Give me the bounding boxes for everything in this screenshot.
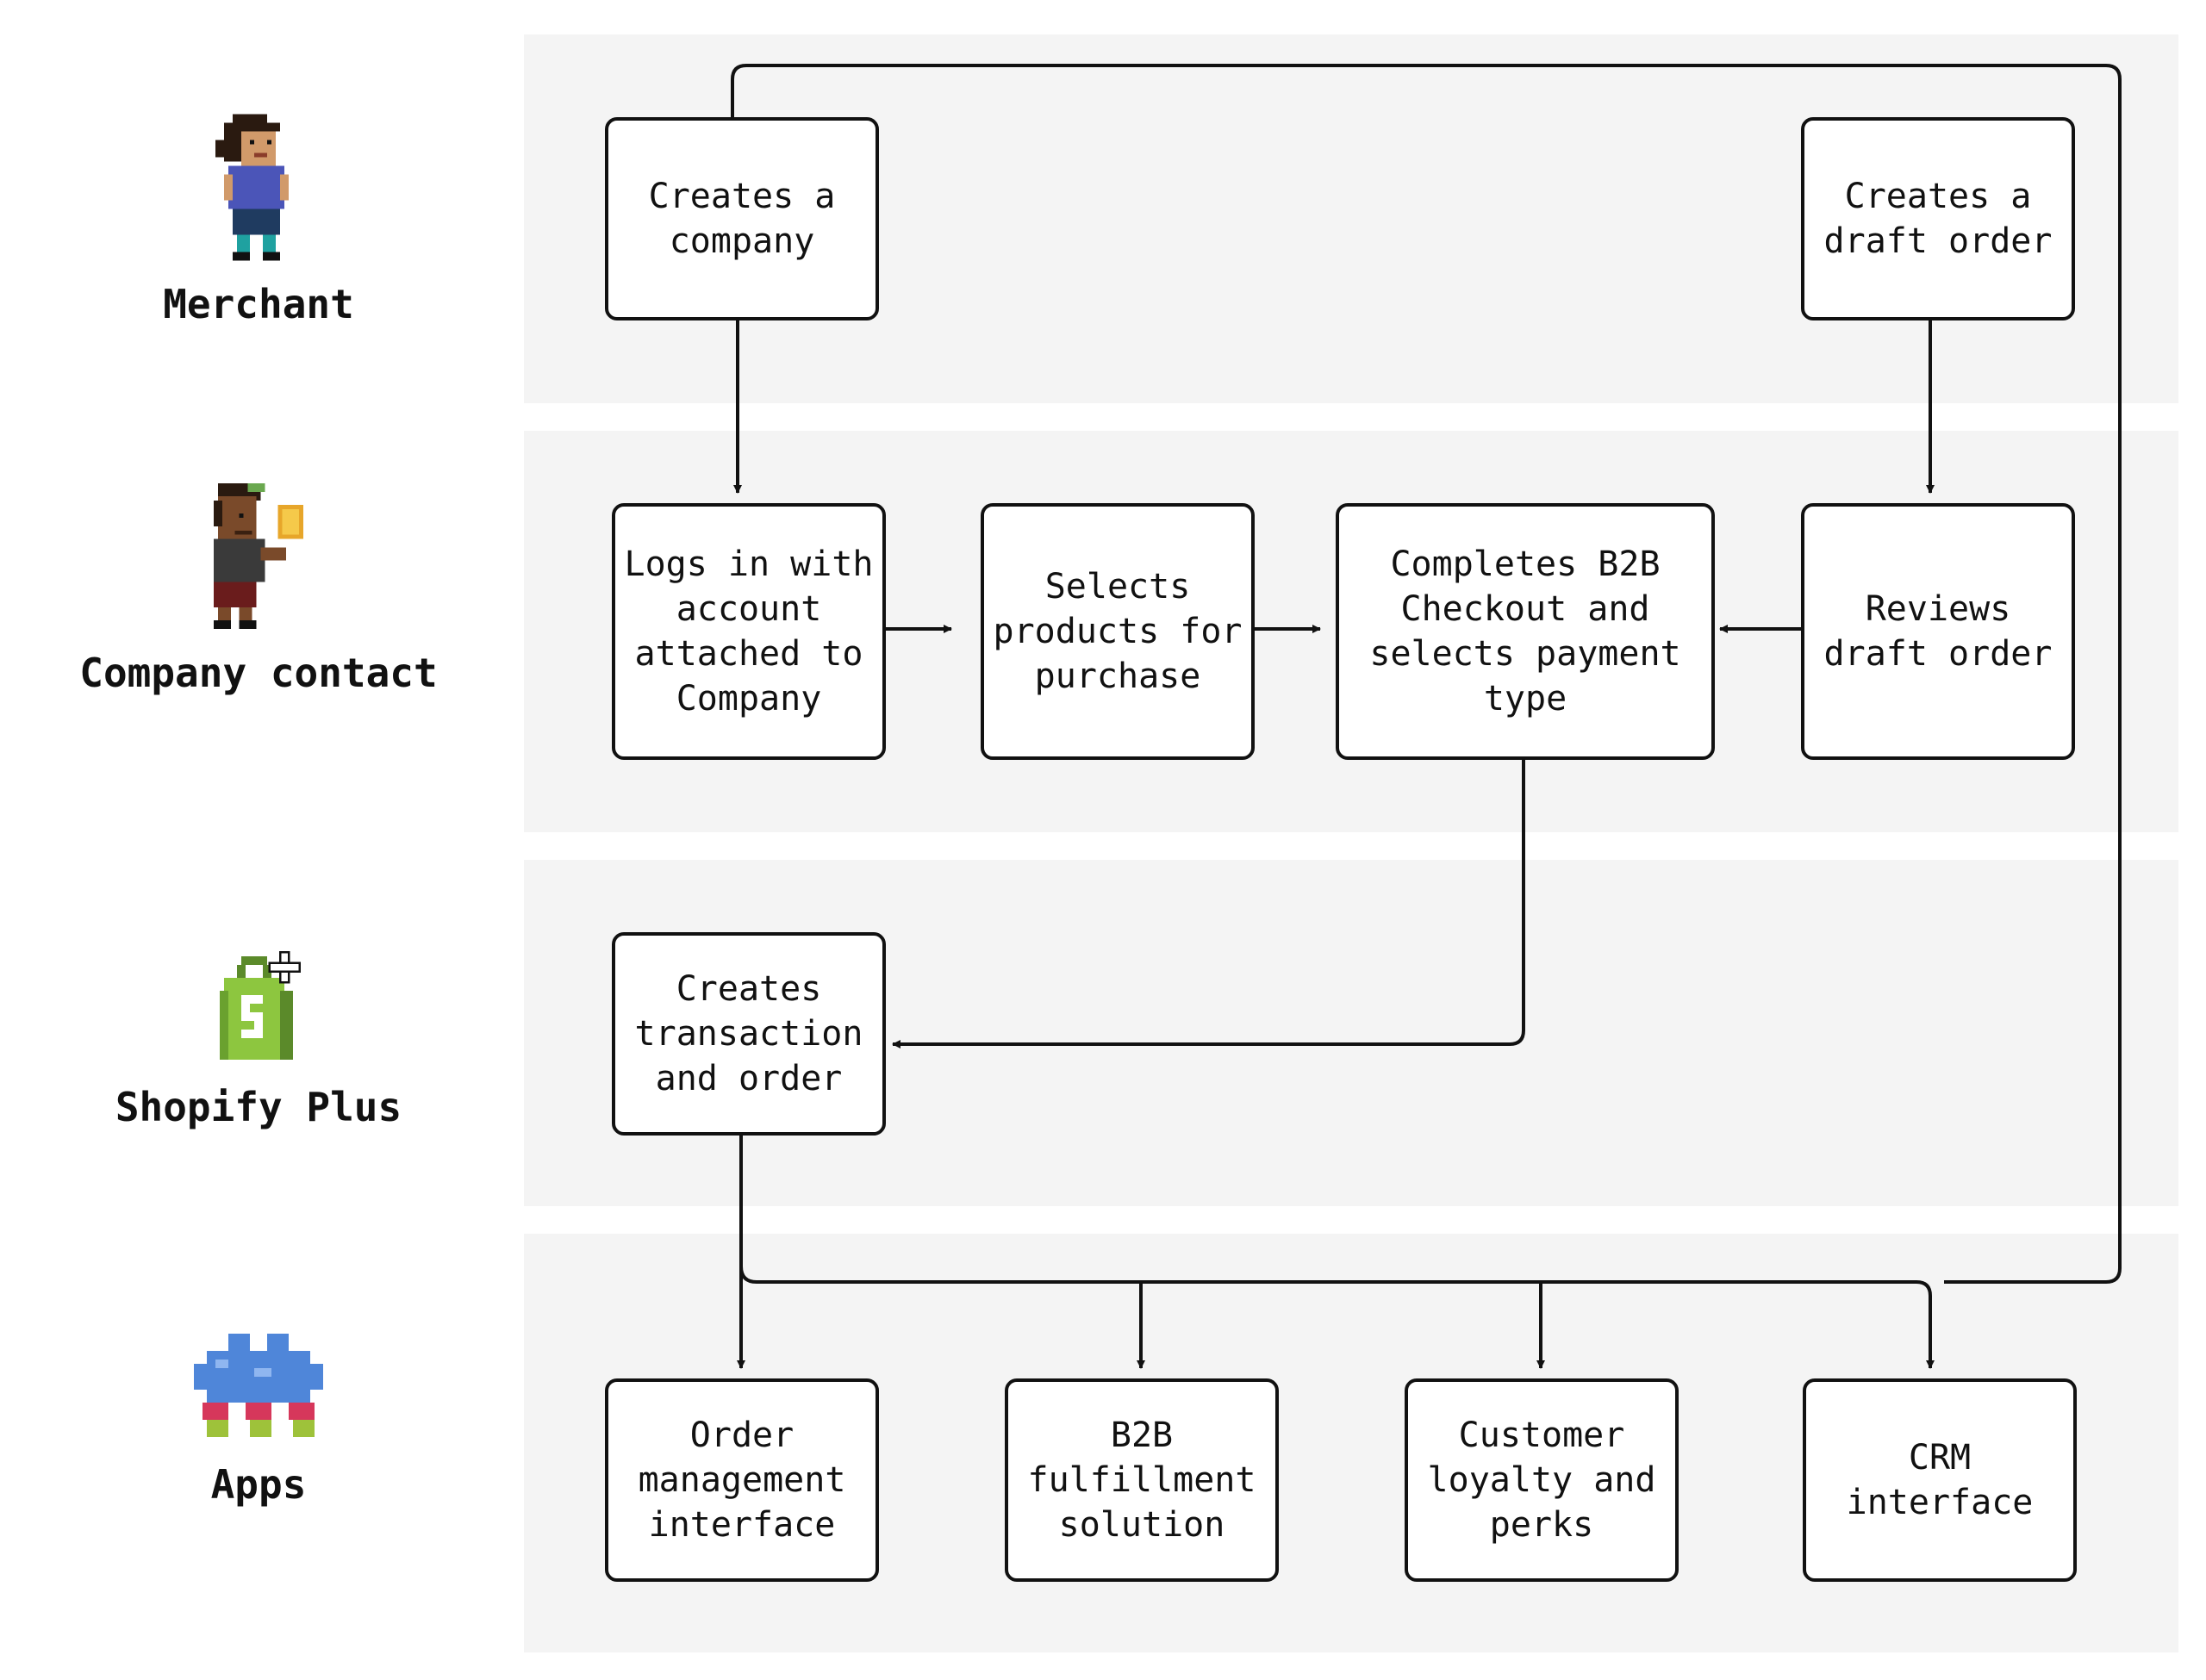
actor-apps: Apps [34,1334,483,1508]
node-creates-draft-order-label: Creates a draft order [1823,177,2053,261]
company-contact-avatar-icon [213,483,304,629]
actor-label-apps: Apps [210,1461,307,1508]
node-customer-loyalty: Customer loyalty and perks [1405,1378,1679,1582]
actor-label-shopify-plus: Shopify Plus [115,1084,402,1130]
node-crm-interface: CRM interface [1803,1378,2077,1582]
node-logs-in: Logs in with account attached to Company [612,503,886,760]
node-order-management: Order management interface [605,1378,879,1582]
actor-label-company-contact: Company contact [79,650,438,696]
actor-shopify-plus: Shopify Plus [34,948,483,1130]
edge-transaction-bus [739,1266,1935,1369]
edge-checkout-to-transaction [892,758,1525,1048]
node-selects-products: Selects products for purchase [981,503,1255,760]
actor-company-contact: Company contact [34,482,483,696]
node-creates-company: Creates a company [605,117,879,320]
node-completes-checkout: Completes B2B Checkout and selects payme… [1336,503,1715,760]
node-creates-company-label: Creates a company [648,177,836,261]
node-completes-checkout-label: Completes B2B Checkout and selects payme… [1369,544,1681,719]
node-b2b-fulfillment: B2B fulfillment solution [1005,1378,1279,1582]
node-reviews-draft-order-label: Reviews draft order [1823,589,2053,674]
puzzle-piece-icon [194,1334,323,1437]
node-logs-in-label: Logs in with account attached to Company [624,544,874,719]
node-creates-transaction-label: Creates transaction and order [634,969,863,1098]
node-customer-loyalty-label: Customer loyalty and perks [1427,1416,1656,1545]
node-order-management-label: Order management interface [638,1416,846,1545]
node-selects-products-label: Selects products for purchase [993,567,1243,696]
shopify-bag-icon [220,950,301,1060]
node-crm-interface-label: CRM interface [1846,1438,2034,1522]
actor-merchant: Merchant [34,114,483,327]
actor-label-merchant: Merchant [163,281,354,327]
node-reviews-draft-order: Reviews draft order [1801,503,2075,760]
node-b2b-fulfillment-label: B2B fulfillment solution [1027,1416,1256,1545]
merchant-avatar-icon [215,114,289,261]
node-creates-transaction: Creates transaction and order [612,932,886,1136]
edge-company-to-crm-loop [731,64,2122,1284]
node-creates-draft-order: Creates a draft order [1801,117,2075,320]
